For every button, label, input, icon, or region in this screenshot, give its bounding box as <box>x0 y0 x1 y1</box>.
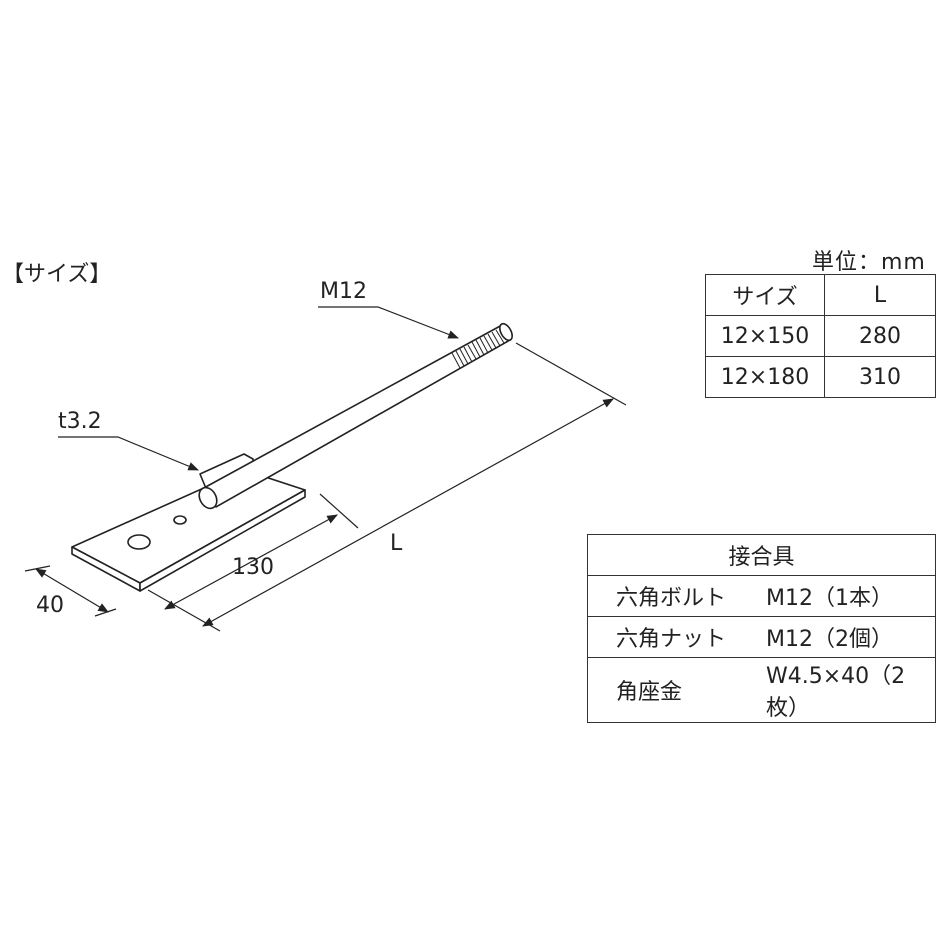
part-name: 角座金 <box>587 657 766 723</box>
size-table: サイズ L 12×150 280 12×180 310 <box>705 274 936 398</box>
section-title: 【サイズ】 <box>2 262 112 287</box>
thickness-leader <box>58 436 199 471</box>
table-row: 六角ナット M12（2個） <box>587 616 936 658</box>
threaded-rod <box>198 322 513 510</box>
unit-label: 単位：mm <box>812 250 926 275</box>
thread-label: M12 <box>320 279 367 304</box>
part-spec: W4.5×40（2枚） <box>766 657 936 723</box>
table-row: 角座金 W4.5×40（2枚） <box>587 657 936 723</box>
size-table-header-length: L <box>824 274 936 316</box>
length-cell: 280 <box>824 315 936 357</box>
part-spec: M12（2個） <box>766 616 936 658</box>
thread-hatch <box>451 329 505 369</box>
table-row: 12×150 280 <box>705 315 936 357</box>
length-label: L <box>390 531 403 556</box>
plate-width-dimension <box>24 565 117 617</box>
length-cell: 310 <box>824 356 936 398</box>
size-cell: 12×150 <box>705 315 825 357</box>
size-table-header-row: サイズ L <box>705 274 936 316</box>
size-table-header-size: サイズ <box>705 274 825 316</box>
table-row: 六角ボルト M12（1本） <box>587 575 936 617</box>
fastener-table-header: 接合具 <box>587 534 936 576</box>
fastener-table: 接合具 六角ボルト M12（1本） 六角ナット M12（2個） 角座金 W4.5… <box>587 534 936 723</box>
table-row: 12×180 310 <box>705 356 936 398</box>
plate-length-label: 130 <box>232 555 274 580</box>
part-name: 六角ナット <box>587 616 766 658</box>
size-cell: 12×180 <box>705 356 825 398</box>
thickness-label: t3.2 <box>58 409 102 434</box>
part-spec: M12（1本） <box>766 575 936 617</box>
plate-width-label: 40 <box>36 593 64 618</box>
part-name: 六角ボルト <box>587 575 766 617</box>
plate-hole-large <box>127 534 151 550</box>
plate-length-dimension <box>164 493 359 610</box>
fastener-table-header-row: 接合具 <box>587 534 936 576</box>
thread-leader <box>318 306 460 339</box>
